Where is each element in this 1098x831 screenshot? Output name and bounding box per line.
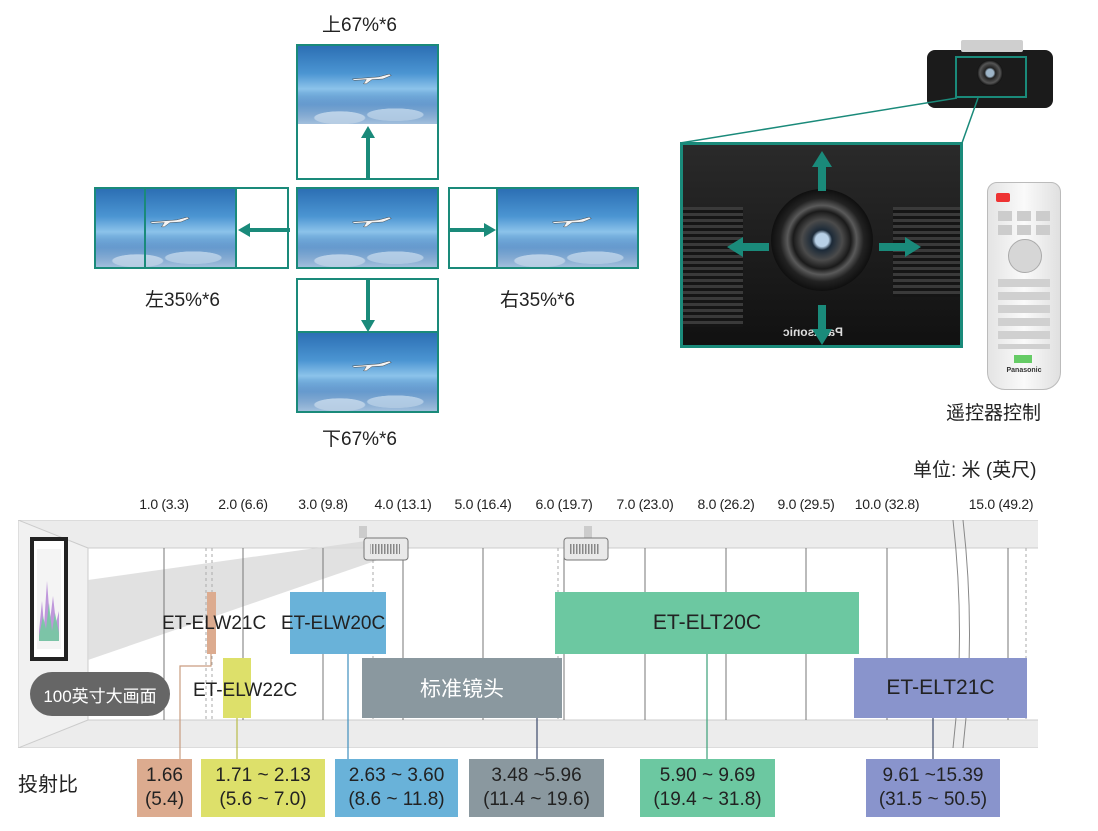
remote-caption: 遥控器控制 [946, 403, 1042, 424]
center-image [296, 187, 439, 269]
lens-arrow-down-icon [812, 305, 832, 345]
lens-label-elw21c: ET-ELW21C [162, 613, 267, 634]
ratio-value-feet: (5.6 ~ 7.0) [219, 789, 307, 810]
tick-label: 5.0 (16.4) [454, 496, 512, 512]
ratio-box-standard: 3.48 ~5.96 (11.4 ~ 19.6) [469, 759, 604, 817]
shift-left-label: 左35%*6 [145, 290, 220, 311]
screen-size-badge: 100英寸大画面 [30, 672, 170, 716]
tick-label: 1.0 (3.3) [139, 496, 189, 512]
lens-arrow-right-icon [879, 237, 921, 257]
lens-label-elw20c: ET-ELW20C [281, 613, 386, 634]
lens-bar-standard: 标准镜头 [362, 658, 562, 718]
tick-label: 2.0 (6.6) [218, 496, 268, 512]
ratio-value-feet: (11.4 ~ 19.6) [483, 789, 590, 810]
shift-down-image [296, 331, 439, 413]
lens-bar-elw20c [290, 592, 386, 654]
lens-arrow-left-icon [727, 237, 769, 257]
lens-arrow-up-icon [812, 151, 832, 191]
arrow-left-icon [238, 223, 290, 237]
arrow-up-icon [361, 126, 375, 178]
ratio-value-feet: (5.4) [144, 789, 185, 810]
lens-bar-elt21c: ET-ELT21C [854, 658, 1027, 718]
shift-down-label: 下67%*6 [322, 429, 397, 450]
screen-icon [30, 537, 68, 661]
dpad-icon [1008, 239, 1042, 273]
ratio-value-feet: (19.4 ~ 31.8) [653, 789, 762, 810]
ratio-box-elt21c: 9.61 ~15.39 (31.5 ~ 50.5) [866, 759, 1000, 817]
lens-label-elw22c: ET-ELW22C [193, 680, 298, 701]
tick-label: 7.0 (23.0) [616, 496, 674, 512]
lens-bar-elw21c [207, 592, 216, 654]
ratio-box-elw22c: 1.71 ~ 2.13 (5.6 ~ 7.0) [201, 759, 325, 817]
tick-label: 4.0 (13.1) [374, 496, 432, 512]
power-button-icon [996, 193, 1010, 202]
ratio-value: 1.66 [146, 765, 183, 786]
unit-label: 单位: 米 (英尺) [913, 460, 1037, 481]
tick-label: 8.0 (26.2) [697, 496, 755, 512]
ratio-value-feet: (8.6 ~ 11.8) [348, 789, 445, 810]
ratio-value: 2.63 ~ 3.60 [348, 765, 445, 786]
remote-body: Panasonic [987, 182, 1061, 390]
ratio-value-feet: (31.5 ~ 50.5) [878, 789, 988, 810]
lens-bar-elw22c [223, 658, 251, 718]
lens-bar-elt20c: ET-ELT20C [555, 592, 859, 654]
zoom-lines [680, 97, 979, 144]
tick-label: 15.0 (49.2) [968, 496, 1034, 512]
projector-zoom-view: Panasonic [680, 142, 963, 348]
shift-left-image [94, 187, 237, 269]
projector-small [927, 40, 1053, 108]
tick-label: 9.0 (29.5) [777, 496, 835, 512]
ratio-value: 3.48 ~5.96 [491, 765, 582, 786]
arrow-right-icon [448, 223, 496, 237]
ratio-value: 9.61 ~15.39 [882, 765, 984, 786]
shift-up-label: 上67%*6 [322, 15, 397, 36]
tick-label: 10.0 (32.8) [854, 496, 920, 512]
shift-right-label: 右35%*6 [500, 290, 575, 311]
ratio-value: 1.71 ~ 2.13 [215, 765, 311, 786]
ratio-box-elw20c: 2.63 ~ 3.60 (8.6 ~ 11.8) [335, 759, 458, 817]
ratio-box-elt20c: 5.90 ~ 9.69 (19.4 ~ 31.8) [640, 759, 775, 817]
tick-label: 6.0 (19.7) [535, 496, 593, 512]
tick-label: 3.0 (9.8) [298, 496, 348, 512]
throw-ratio-label: 投射比 [18, 774, 78, 796]
ratio-box-elw21c: 1.66 (5.4) [137, 759, 192, 817]
shift-right-image [496, 187, 639, 269]
ratio-value: 5.90 ~ 9.69 [659, 765, 756, 786]
room-perspective [18, 520, 1038, 748]
remote-brand: Panasonic [1006, 367, 1042, 374]
arrow-down-icon [361, 280, 375, 332]
